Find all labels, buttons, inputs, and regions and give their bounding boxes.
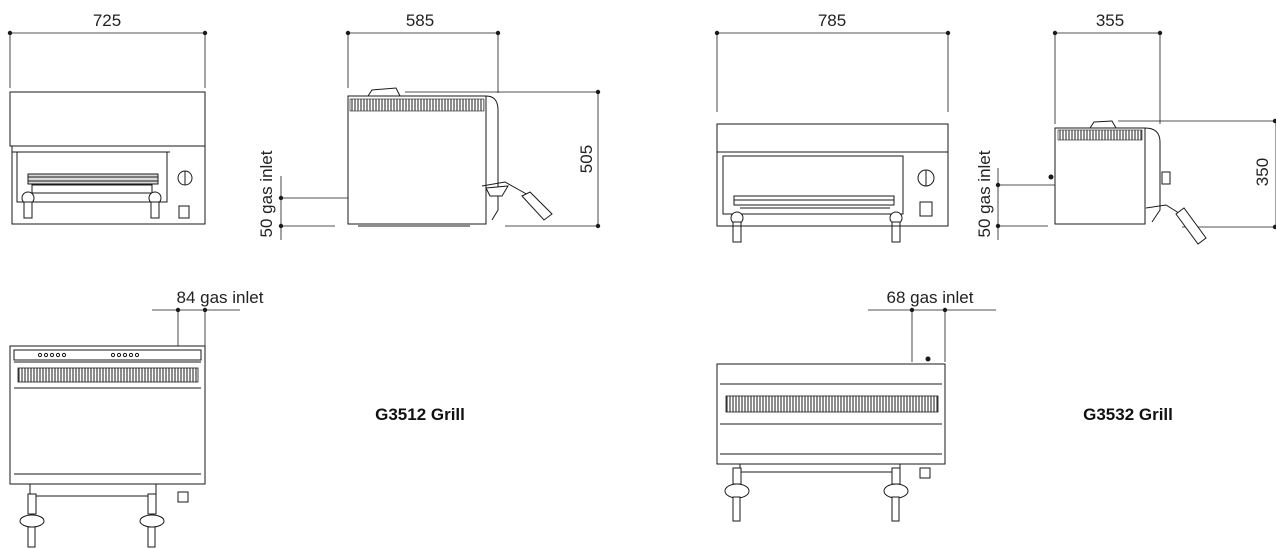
g3512-width-label: 725 bbox=[93, 11, 121, 30]
g3512-rear-view bbox=[9, 307, 240, 548]
g3512-height-label: 505 bbox=[577, 145, 596, 173]
g3512-front-view bbox=[7, 30, 208, 225]
g3532-model-label: G3532 Grill bbox=[1083, 405, 1173, 424]
g3532-width-label: 785 bbox=[818, 11, 846, 30]
g3532-height-label: 350 bbox=[1253, 158, 1272, 186]
g3532-rear-view bbox=[716, 307, 996, 522]
g3532-side-view bbox=[995, 30, 1276, 245]
g3532-side-gas-inlet-label: 50 gas inlet bbox=[975, 150, 994, 237]
g3512-depth-label: 585 bbox=[406, 11, 434, 30]
g3512-side-gas-inlet-label: 50 gas inlet bbox=[257, 150, 276, 237]
g3512-model-label: G3512 Grill bbox=[375, 405, 465, 424]
g3532-rear-gas-inlet-label: 68 gas inlet bbox=[887, 288, 974, 307]
g3532-depth-label: 355 bbox=[1096, 11, 1124, 30]
g3512-rear-gas-inlet-label: 84 gas inlet bbox=[177, 288, 264, 307]
g3512-side-view bbox=[278, 30, 601, 240]
g3512-rear-bolts bbox=[37, 352, 140, 358]
g3532-front-view bbox=[714, 30, 951, 243]
